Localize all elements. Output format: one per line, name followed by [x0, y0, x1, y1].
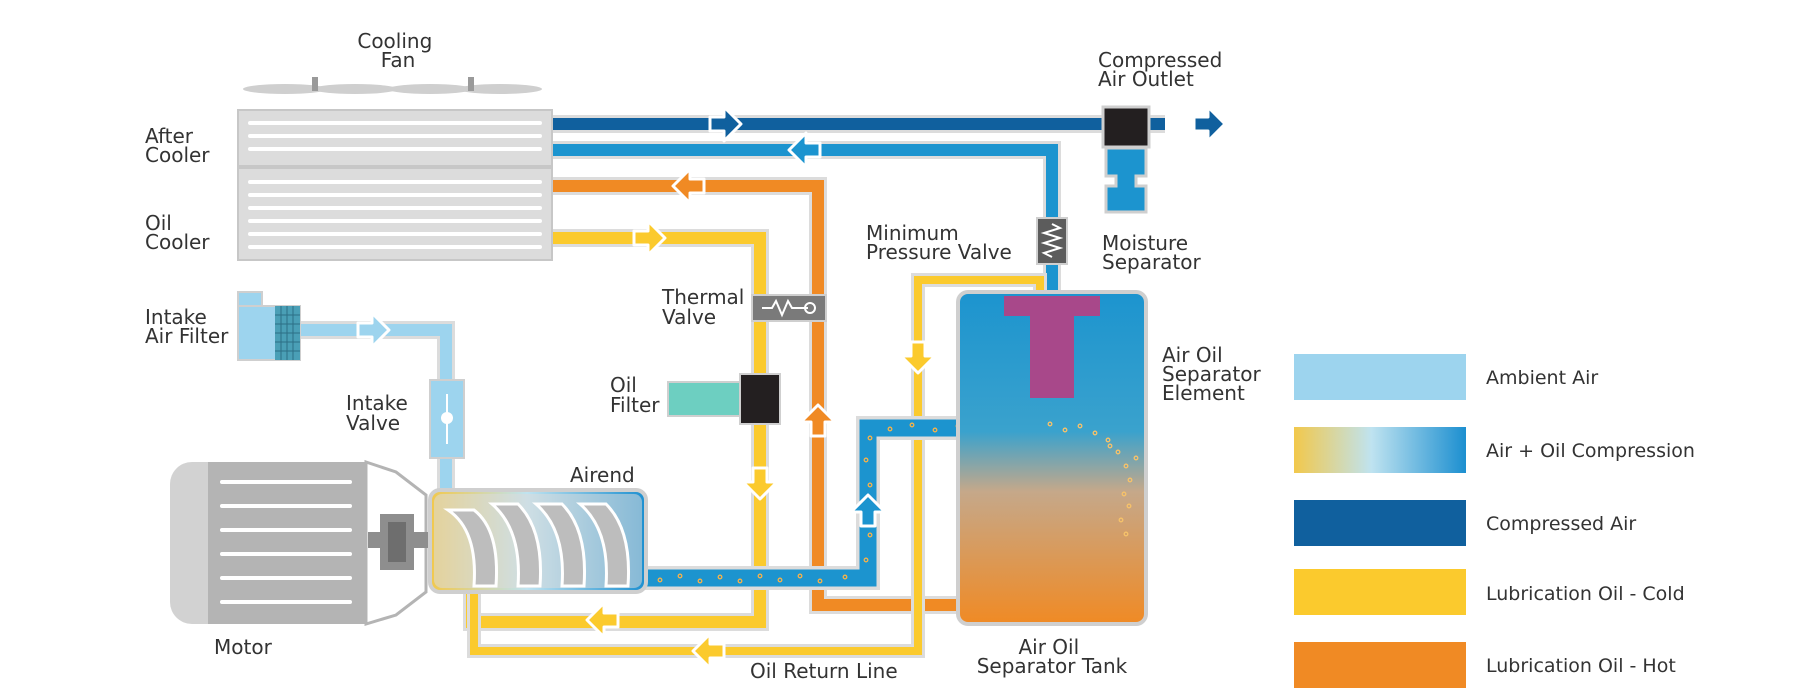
label-moisture-separator: Moisture Separator	[1102, 231, 1202, 274]
label-airend: Airend	[570, 463, 635, 487]
fan-icon	[243, 77, 542, 94]
label-thermal-valve: Thermal Valve	[661, 285, 751, 329]
label-minimum-pressure-valve: Minimum Pressure Valve	[866, 221, 1012, 264]
legend-label: Lubrication Oil - Hot	[1486, 655, 1676, 677]
legend-label: Lubrication Oil - Cold	[1486, 583, 1685, 605]
legend: Ambient Air Air + Oil Compression Compre…	[1294, 354, 1695, 688]
legend-item-compressed-air: Compressed Air	[1294, 500, 1636, 546]
legend-item-air-oil-compression: Air + Oil Compression	[1294, 427, 1695, 473]
filter-mesh-icon	[275, 306, 300, 360]
label-oil-filter: Oil Filter	[610, 373, 660, 417]
airend	[428, 488, 648, 594]
motor	[170, 459, 436, 627]
legend-label: Ambient Air	[1486, 367, 1598, 389]
legend-item-ambient-air: Ambient Air	[1294, 354, 1598, 400]
intake-valve	[429, 379, 465, 459]
thermal-valve	[751, 294, 827, 322]
legend-item-oil-hot: Lubrication Oil - Hot	[1294, 642, 1676, 688]
label-air-oil-separator-tank: Air Oil Separator Tank	[977, 635, 1128, 678]
legend-swatch	[1294, 500, 1466, 546]
oil-filter	[667, 373, 781, 425]
legend-swatch	[1294, 569, 1466, 615]
minimum-pressure-valve	[1036, 217, 1068, 265]
air-oil-separator-element	[1004, 296, 1100, 398]
moisture-separator	[1101, 105, 1151, 214]
legend-item-oil-cold: Lubrication Oil - Cold	[1294, 569, 1685, 615]
label-after-cooler: After Cooler	[145, 124, 210, 167]
arrow-icon	[356, 105, 1227, 670]
legend-label: Compressed Air	[1486, 513, 1636, 535]
legend-swatch	[1294, 642, 1466, 688]
label-intake-valve: Intake Valve	[346, 391, 414, 435]
after-cooler	[237, 109, 553, 167]
label-air-oil-separator-element: Air Oil Separator Element	[1162, 343, 1267, 405]
legend-label: Air + Oil Compression	[1486, 440, 1695, 462]
label-intake-air-filter: Intake Air Filter	[145, 305, 229, 348]
spring-icon	[1040, 223, 1064, 258]
oil-cooler	[237, 167, 553, 261]
intake-air-filter	[237, 291, 301, 361]
label-oil-return-line: Oil Return Line	[750, 659, 898, 683]
valve-disc-icon	[441, 394, 453, 444]
label-motor: Motor	[214, 635, 273, 659]
label-compressed-air-outlet: Compressed Air Outlet	[1098, 48, 1229, 91]
air-oil-separator-tank	[956, 290, 1148, 626]
legend-swatch	[1294, 427, 1466, 473]
label-cooling-fan: Cooling Fan	[357, 29, 438, 72]
oil-droplets	[657, 422, 1008, 584]
label-oil-cooler: Oil Cooler	[145, 211, 210, 254]
legend-swatch	[1294, 354, 1466, 400]
